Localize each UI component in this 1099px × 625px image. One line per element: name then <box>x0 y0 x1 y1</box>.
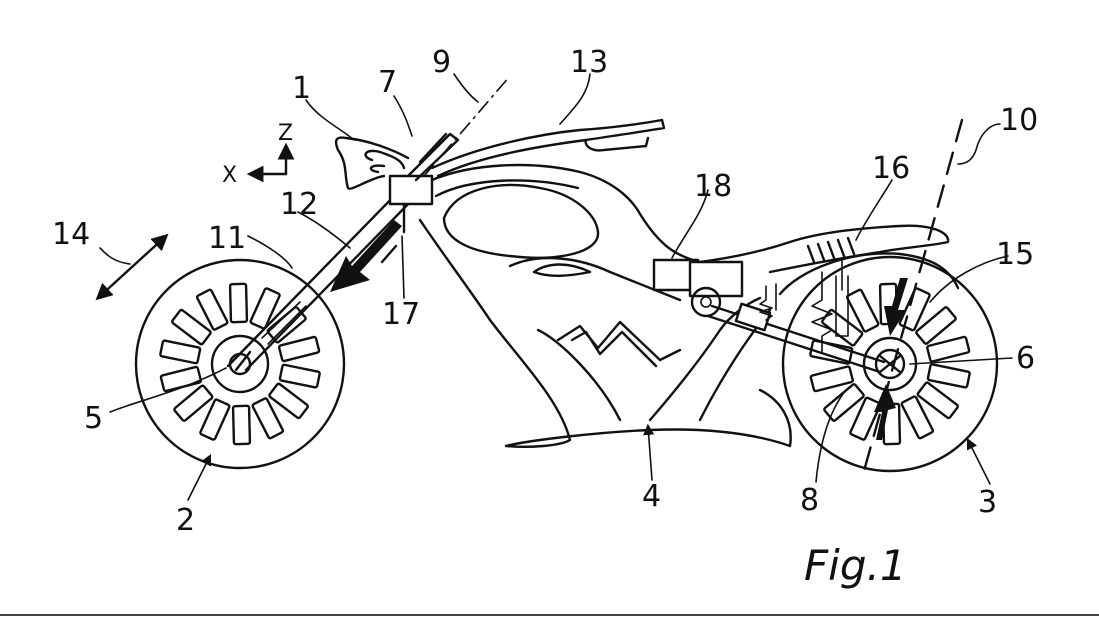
rear-suspension <box>759 259 849 353</box>
label-12: 12 <box>280 187 318 222</box>
figure-caption: Fig.1 <box>804 541 907 590</box>
rear-axis-line <box>860 118 964 480</box>
label-5: 5 <box>84 401 103 436</box>
force-arrows <box>330 220 908 440</box>
spoke-slot <box>228 282 249 324</box>
label-13: 13 <box>570 45 608 80</box>
spoke-slot <box>173 384 214 422</box>
spoke-slot <box>159 339 202 365</box>
spoke-slot <box>809 365 854 393</box>
spoke-slot <box>199 398 231 441</box>
label-17: 17 <box>382 297 420 332</box>
rear-wheel <box>781 255 999 473</box>
coordinate-axes: Z X <box>222 121 295 188</box>
handlebar <box>334 136 410 190</box>
swing-arm <box>706 302 886 374</box>
steering-head <box>388 132 460 234</box>
label-11: 11 <box>208 221 246 256</box>
spoke-slot <box>249 287 281 330</box>
reference-numerals: 1 7 9 13 10 16 15 6 18 12 11 14 17 5 2 4… <box>52 45 1038 538</box>
spoke-slot <box>195 288 229 331</box>
spoke-slot <box>268 382 309 420</box>
spoke-slot <box>926 363 971 389</box>
label-10: 10 <box>1000 103 1038 138</box>
spoke-slot <box>251 397 285 440</box>
front-fork <box>226 188 416 372</box>
frame-body <box>418 163 792 448</box>
spoke-slot <box>916 381 959 420</box>
spoke-slot <box>171 308 212 346</box>
spoke-slot <box>231 404 252 446</box>
spoke-slot <box>845 288 880 333</box>
label-9: 9 <box>432 45 451 80</box>
front-wheel-spokes <box>159 282 321 446</box>
spoke-slot <box>823 383 865 422</box>
spoke-slot <box>277 335 321 363</box>
label-8: 8 <box>800 483 819 518</box>
label-18: 18 <box>694 169 732 204</box>
page-bottom-rule <box>0 614 1099 622</box>
rear-fender <box>778 252 960 296</box>
spoke-slot <box>915 306 957 345</box>
spoke-slot <box>849 396 882 441</box>
spoke-slot <box>926 335 971 363</box>
label-16: 16 <box>872 151 910 186</box>
control-unit <box>652 258 744 318</box>
label-6: 6 <box>1016 341 1035 376</box>
front-wheel <box>134 258 346 470</box>
label-4: 4 <box>642 479 661 514</box>
leader-lines <box>99 73 1013 501</box>
spoke-slot <box>898 287 931 332</box>
axis-label-x: X <box>222 163 237 188</box>
axis-label-z: Z <box>278 121 293 146</box>
label-2: 2 <box>176 503 195 538</box>
steering-axis-line <box>423 75 511 177</box>
label-15: 15 <box>996 237 1034 272</box>
spoke-slot <box>900 395 935 440</box>
spoke-slot <box>278 363 321 389</box>
label-7: 7 <box>378 65 397 100</box>
label-1: 1 <box>292 71 311 106</box>
label-3: 3 <box>978 485 997 520</box>
handlebar-mirror <box>430 118 666 178</box>
direction-arrow <box>95 233 169 301</box>
label-14: 14 <box>52 217 90 252</box>
